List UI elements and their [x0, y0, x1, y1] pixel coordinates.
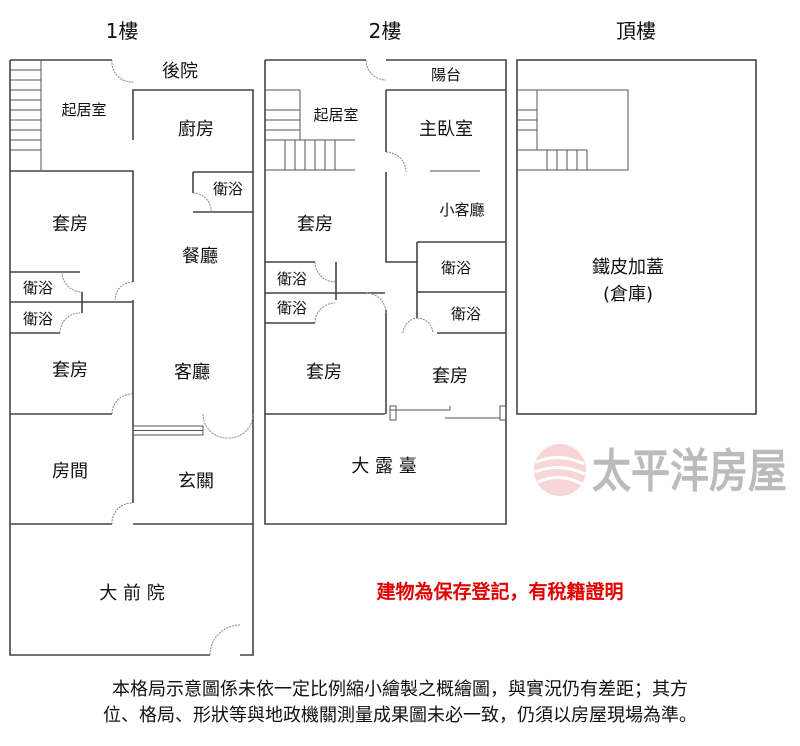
watermark-logo	[534, 444, 586, 496]
floor2-walls	[264, 59, 507, 525]
room-label: (倉庫)	[603, 284, 653, 305]
roof-walls	[516, 59, 757, 415]
room-label: 起居室	[61, 101, 106, 119]
room-label: 後院	[162, 61, 198, 82]
room-label: 大 露 臺	[351, 456, 416, 477]
room-label: 衛浴	[23, 279, 53, 297]
room-label: 玄關	[178, 471, 214, 492]
room-label: 衛浴	[213, 180, 243, 198]
room-label: 起居室	[313, 106, 358, 124]
room-label: 衛浴	[451, 305, 481, 323]
room-label: 衛浴	[277, 299, 307, 317]
room-label: 大 前 院	[99, 583, 164, 604]
disclaimer-line-1: 本格局示意圖係未依一定比例縮小繪製之概繪圖，與實況仍有差距；其方	[112, 679, 688, 700]
room-label: 房間	[52, 461, 88, 482]
disclaimer-line-2: 位、格局、形狀等與地政機關測量成果圖未必一致，仍須以房屋現場為準。	[103, 705, 697, 726]
room-label: 套房	[306, 362, 342, 383]
room-label: 套房	[52, 214, 88, 235]
room-label: 廚房	[178, 118, 214, 140]
roof-header: 頂樓	[616, 19, 656, 43]
room-label: 陽台	[431, 66, 461, 84]
registration-note: 建物為保存登記，有稅籍證明	[376, 580, 623, 603]
room-label: 小客廳	[439, 201, 484, 219]
room-label: 客廳	[174, 362, 210, 383]
floor1-header: 1樓	[106, 19, 139, 43]
room-label: 餐廳	[182, 246, 218, 267]
room-label: 套房	[297, 214, 333, 235]
floor1-walls	[9, 59, 254, 656]
room-label: 主臥室	[419, 119, 473, 140]
room-label: 鐵皮加蓋	[592, 257, 664, 278]
watermark-text: 太平洋房屋	[592, 444, 787, 498]
floor2-header: 2樓	[369, 19, 402, 43]
room-label: 衛浴	[23, 310, 53, 328]
room-label: 套房	[432, 366, 468, 387]
room-label: 套房	[52, 360, 88, 381]
room-label: 衛浴	[441, 259, 471, 277]
room-label: 衛浴	[277, 270, 307, 288]
